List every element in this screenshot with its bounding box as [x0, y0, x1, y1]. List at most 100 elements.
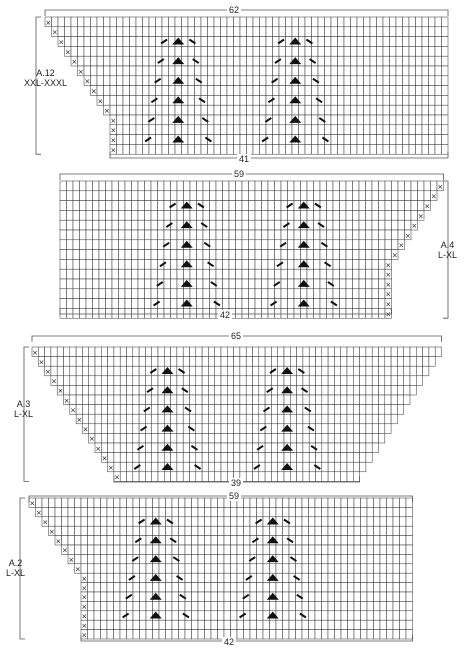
chart-4-cell: [399, 619, 407, 630]
chart-3-cell: [189, 471, 197, 482]
chart-4-cell: [366, 572, 374, 583]
chart-2-cell: [163, 180, 171, 192]
chart-4-cell: [210, 516, 218, 527]
chart-1-cell: [187, 124, 195, 135]
chart-1-cell: [369, 16, 377, 28]
chart-3-cell: [245, 356, 253, 367]
chart-2-cell: [339, 308, 347, 319]
chart-2-cell: [105, 288, 113, 299]
chart-4-cell: [295, 544, 303, 555]
chart-1-cell: [278, 85, 286, 96]
chart-1-cell: [428, 36, 436, 47]
chart-3-cell: [138, 394, 146, 405]
chart-2-cell: [410, 210, 418, 221]
chart-3-cell: [157, 394, 165, 405]
chart-3-tree-branch-left: [136, 444, 144, 451]
chart-2-cell: [378, 288, 386, 299]
chart-4-cell: [48, 516, 56, 527]
chart-4-cell: [100, 535, 108, 546]
chart-4-cell: [243, 554, 251, 565]
chart-3-cell: [378, 346, 386, 357]
chart-4-cell: [126, 525, 134, 536]
chart-4-cell: [80, 563, 88, 574]
chart-4-cell: [321, 497, 329, 508]
chart-3-cell: [145, 375, 152, 386]
chart-3-cell: [277, 346, 285, 357]
chart-2-cell: [137, 278, 145, 290]
chart-4-cell: [178, 629, 186, 640]
chart-1-cell: [278, 114, 286, 126]
chart-2-cell: [254, 249, 262, 260]
chart-1-cell: [395, 114, 403, 126]
chart-1-cell: [246, 144, 254, 155]
chart-1-cell: [382, 55, 390, 67]
chart-4-cell: [334, 516, 342, 527]
chart-1-cell: [402, 114, 410, 126]
chart-4-cell: [243, 582, 251, 593]
chart-3-cell: [378, 423, 386, 434]
chart-1-cell: [116, 144, 124, 155]
chart-1-cell: [317, 124, 325, 135]
chart-2-cell: [189, 249, 197, 260]
chart-4-cell: [288, 544, 296, 555]
chart-1-cell: [239, 85, 247, 96]
chart-3-cell: [245, 346, 253, 357]
chart-1-cell: [324, 124, 332, 135]
chart-1-cell: [389, 16, 397, 28]
chart-2-cell: [306, 308, 314, 319]
chart-1-cell: [434, 16, 442, 28]
chart-3-cell: [201, 356, 209, 367]
chart-4-cell: [197, 601, 205, 612]
chart-1-cell: [246, 114, 254, 126]
chart-2-cell: [267, 190, 275, 201]
chart-1-cell: [434, 114, 442, 126]
chart-3-cell: [164, 413, 171, 425]
chart-1-tree-triangle: [172, 37, 185, 45]
chart-2-cell: [404, 190, 412, 201]
chart-2-cell: [261, 288, 269, 299]
chart-2-cell: [397, 210, 405, 221]
chart-2-tree-triangle: [180, 260, 193, 268]
chart-1-cell: [291, 16, 299, 28]
chart-4-cell: [197, 544, 205, 555]
chart-4-cell: [197, 582, 205, 593]
chart-1-cell: [207, 55, 215, 67]
chart-2-cell: [131, 239, 139, 250]
chart-2-cell: [124, 200, 132, 211]
chart-3-cell: [145, 433, 152, 444]
chart-2-cell: [189, 278, 197, 290]
chart-4-cell: [269, 582, 277, 593]
chart-3-cell: [176, 442, 184, 453]
chart-2-cell: [59, 268, 67, 280]
chart-1-cell: [343, 114, 351, 126]
chart-4-cell: [184, 544, 192, 555]
chart-3-cell: [176, 394, 184, 405]
chart-2-cell: [339, 298, 347, 309]
chart-2-cell: [144, 278, 152, 290]
chart-2-cell: [241, 210, 249, 221]
chart-2-cell: [313, 288, 321, 299]
chart-3-cell: [365, 394, 373, 405]
chart-1-cell: [200, 46, 208, 57]
chart-3-cell: [403, 385, 411, 396]
chart-1-cell: [441, 124, 449, 135]
chart-3-cell: [157, 452, 165, 463]
chart-2-cell: [241, 278, 249, 290]
chart-3-cell: [315, 356, 323, 367]
chart-1-cell: [428, 16, 436, 28]
chart-3-cell: [208, 423, 215, 434]
chart-4-cell: [360, 582, 368, 593]
chart-4-cell: [93, 572, 101, 583]
chart-4-cell: [204, 591, 212, 602]
chart-4-cell: [340, 619, 348, 630]
chart-4-cell: [249, 516, 257, 527]
chart-3-cell: [403, 346, 411, 357]
chart-2-cell: [92, 180, 100, 192]
chart-4-cell: [48, 497, 56, 508]
chart-1-cell: [122, 114, 130, 126]
chart-1-cell: [343, 75, 351, 86]
chart-4-cell: [158, 572, 166, 583]
chart-4-cell: [249, 544, 257, 555]
chart-2-cell: [319, 180, 327, 192]
chart-4-cell: [165, 610, 173, 621]
